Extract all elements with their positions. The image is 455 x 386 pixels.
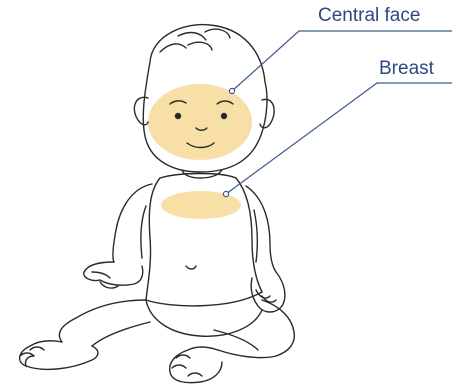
central-face-label: Central face: [318, 6, 420, 25]
right-eye: [221, 113, 227, 119]
breast-anchor: [223, 191, 228, 196]
central-face-anchor: [229, 88, 234, 93]
breast-highlight: [161, 191, 241, 219]
breast-label: Breast: [379, 59, 434, 78]
central-face-highlight: [148, 84, 252, 160]
left-eye: [175, 113, 181, 119]
baby-outline: [20, 25, 295, 383]
